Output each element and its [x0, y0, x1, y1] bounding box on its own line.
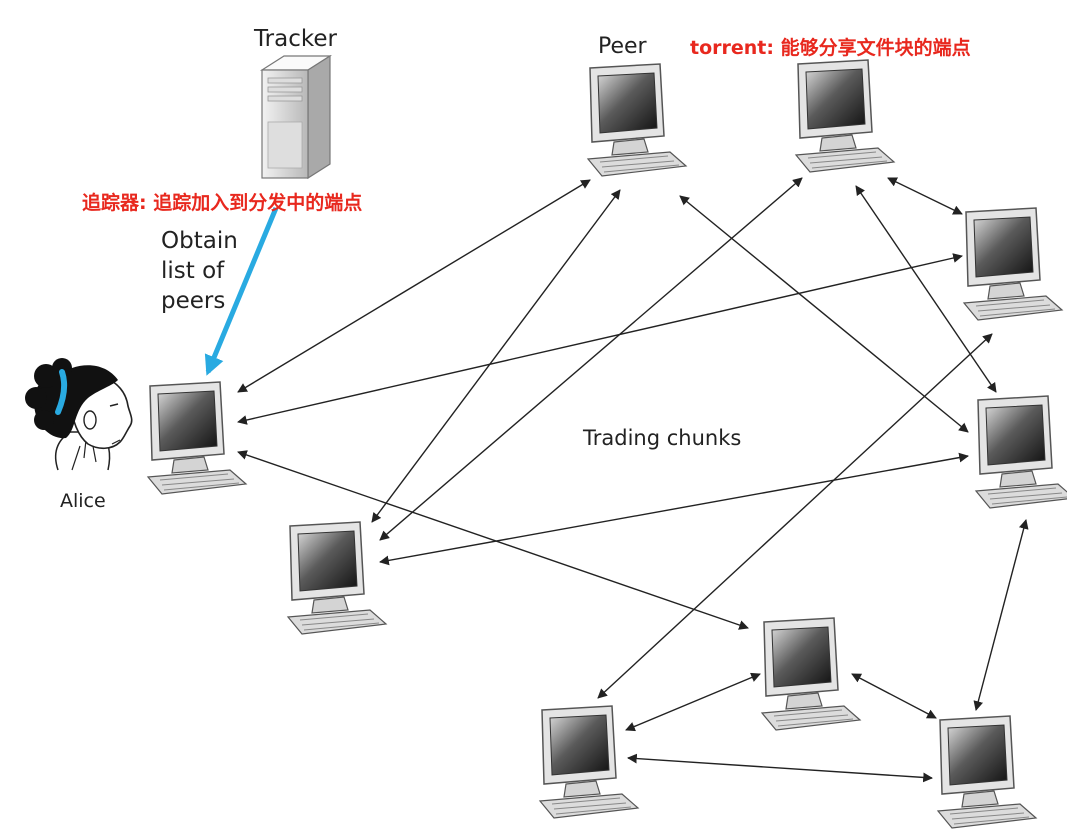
computer-alice	[147, 381, 247, 495]
peer-label: Peer	[598, 34, 647, 59]
alice-person-icon	[25, 358, 133, 471]
link-bottom-left-bottom-right	[627, 753, 933, 783]
link-right-mid-left-mid	[379, 452, 969, 566]
computer-left-mid	[287, 521, 387, 635]
link-torrent-right-upper	[887, 177, 963, 215]
computer-bottom-left	[539, 705, 639, 819]
tracker-label: Tracker	[254, 26, 337, 52]
tracker-server-icon	[259, 54, 333, 180]
computer-peer-top	[587, 63, 687, 177]
obtain-line-1: Obtain	[161, 228, 238, 254]
computer-center-bottom	[761, 617, 861, 731]
computer-right-mid	[975, 395, 1067, 509]
link-torrent-left-mid	[379, 177, 803, 541]
computer-right-upper	[963, 207, 1063, 321]
link-peer-top-left-mid	[371, 189, 621, 523]
computer-torrent	[795, 59, 895, 173]
alice-label: Alice	[60, 490, 106, 512]
trading-chunks-label: Trading chunks	[583, 426, 742, 450]
torrent-annotation: torrent: 能够分享文件块的端点	[690, 37, 971, 59]
link-alice-right-upper	[237, 253, 963, 425]
obtain-list-label: Obtain list of peers	[161, 226, 238, 316]
peer-links	[237, 177, 1029, 783]
obtain-line-2: list of	[161, 258, 225, 284]
link-center-bottom-left	[625, 672, 761, 732]
link-center-bottom-right	[851, 673, 937, 719]
tracker-annotation: 追踪器: 追踪加入到分发中的端点	[82, 192, 363, 214]
obtain-line-3: peers	[161, 288, 226, 314]
link-right-mid-bottom-right	[973, 519, 1029, 711]
computer-bottom-right	[937, 715, 1037, 829]
